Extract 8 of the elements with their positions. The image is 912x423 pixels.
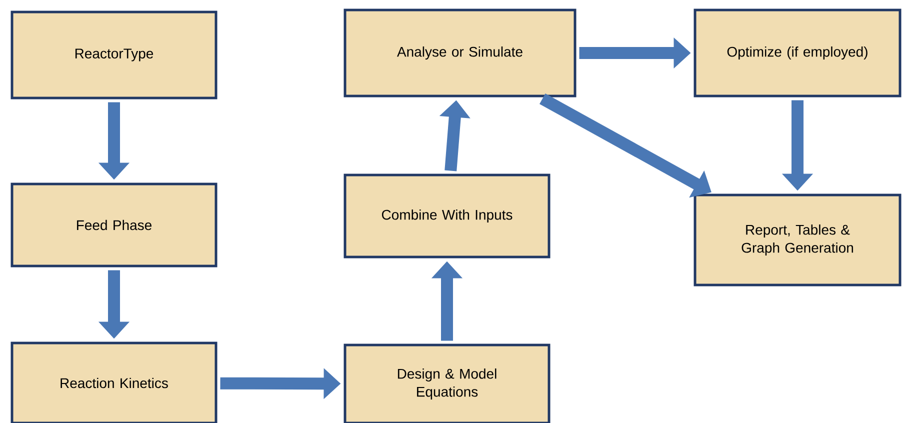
process-box: Reaction Kinetics xyxy=(10,342,218,423)
process-box: Optimize (if employed) xyxy=(694,8,902,98)
process-box: Feed Phase xyxy=(10,182,218,268)
process-box: Analyse or Simulate xyxy=(344,8,576,98)
process-box: Combine With Inputs xyxy=(344,174,550,258)
process-box: Report, Tables & Graph Generation xyxy=(694,194,902,286)
process-box: Design & Model Equations xyxy=(344,344,550,423)
process-box: ReactorType xyxy=(10,10,218,100)
